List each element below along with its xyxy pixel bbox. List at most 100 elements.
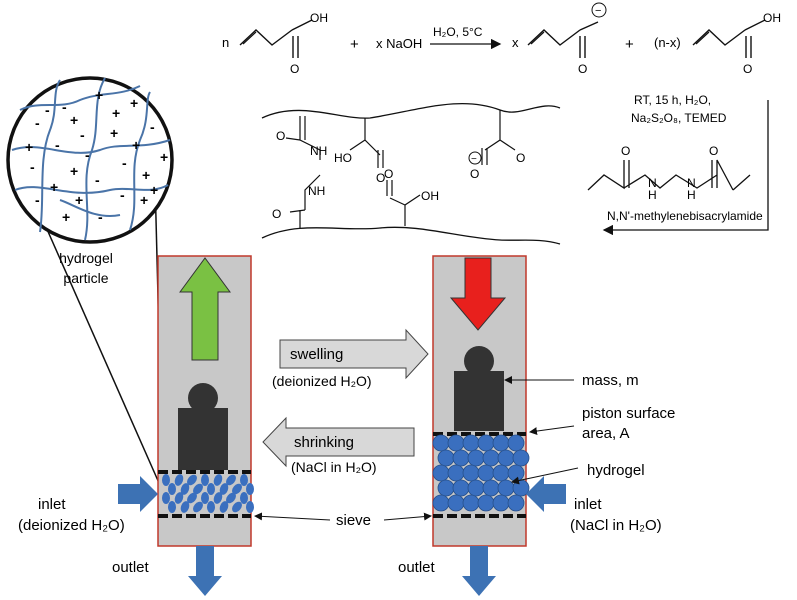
hydrogel-particle [162,474,170,486]
zoom-circle [6,76,174,244]
hydrogel-particle-label: hydrogel [59,250,113,266]
plus-sign: + [350,36,359,53]
coef-x: x [512,35,519,50]
polymerization-step: RT, 15 h, H₂O, Na₂S₂O₈, TEMED O O N H N … [587,93,769,236]
inlet-condition-right: (NaCl in H₂O) [570,517,662,534]
hydrogel-particle [437,449,455,467]
inlet-arrow [526,476,566,512]
hydrogel-particle [477,434,495,452]
o-label: O [276,129,285,143]
inlet-condition-left: (deionized H₂O) [18,517,125,534]
outlet-label-right: outlet [398,559,436,576]
hydrogel-particle [174,474,184,486]
swelling-label: swelling [290,346,343,363]
crosslinker-structure [587,159,751,191]
charge-symbol: + [112,105,120,121]
shrinking-label: shrinking [294,434,354,451]
hydrogel-particle [462,464,480,482]
pointer-line [529,425,575,436]
hydrogel-particle [497,449,515,467]
charge-labels: +-+-+-++-+-+-+-+-+-+-+-+-+-+ [25,87,168,225]
annotations: mass, m piston surface area, A hydrogel … [18,372,675,576]
charge-symbol: - [80,127,85,143]
charge-symbol: - [30,159,35,175]
charge-symbol: + [95,87,103,103]
hydrogel-particle [432,434,450,452]
acrylate-structure [527,21,599,58]
hydrogel-particle [213,492,223,504]
carboxylate-side-group [481,110,516,165]
charge-symbol: - [150,119,155,135]
hydrogel-particle [467,479,485,497]
charge-symbol: + [132,137,140,153]
mass-label: mass, m [582,372,639,389]
hydrogel-particle [168,483,176,495]
hydrogel-particles-right [432,434,530,512]
right-column [432,255,566,596]
nh-label: N [648,176,657,190]
coef-n-minus-x: (n-x) [654,35,681,50]
hydrogel-particle [219,501,229,513]
hydrogel-particle [174,492,184,504]
hydrogel-particle [180,483,190,495]
hydrogel-particle [447,434,465,452]
o-label: O [516,151,525,165]
hydrogel-particle [162,492,170,504]
oh-label: OH [310,11,328,25]
charge-symbol: - [95,172,100,188]
hydrogel-particle [482,449,500,467]
ho-label: HO [334,151,352,165]
charge-symbol: + [142,167,150,183]
swelling-arrow [279,328,429,380]
hydrogel-particle [497,479,515,497]
hydrogel-particle [437,479,455,497]
oh-label: OH [763,11,781,25]
pointer-line [511,467,579,485]
hydrogel-particle-label: particle [63,270,108,286]
neutralization-reaction: n OH O + x NaOH H₂O, 5°C x O − + (n-x) O… [222,2,781,76]
hydrogel-particle [492,494,510,512]
charge-symbol: - [35,192,40,208]
carboxylic-side-group [349,118,384,168]
hydrogel-particle [507,434,525,452]
plus-sign: + [625,36,634,53]
hydrogel-particle [207,501,215,513]
o-label: O [470,167,479,181]
up-arrow [179,257,231,361]
inlet-label-left: inlet [38,496,66,513]
hydrogel-particle [462,494,480,512]
crosslink [285,116,321,228]
o-label: O [376,171,385,185]
hydrogel-particle [193,483,203,495]
outlet-label-left: outlet [112,559,150,576]
charge-symbol: - [122,155,127,171]
polymerization-conditions: Na₂S₂O₈, TEMED [631,111,727,125]
network-lines [11,77,171,241]
charge-symbol: - [98,209,103,225]
charge-symbol: + [75,192,83,208]
outlet-arrow [462,546,496,596]
inlet-label-right: inlet [574,496,602,513]
o-label: O [272,207,281,221]
charge-symbol: - [62,99,67,115]
polymerization-conditions: RT, 15 h, H₂O, [634,93,711,107]
mass-block [454,371,504,431]
charge-symbol: - [35,115,40,131]
polymer-chain-top [261,102,561,119]
hydrogel-particle [246,483,254,495]
minus-label: − [595,5,601,17]
minus-label: − [471,154,477,165]
hydrogel-particle [507,464,525,482]
mass-head [464,346,494,376]
charge-symbol: - [120,187,125,203]
hydrogel-particle [467,449,485,467]
anion-charge-circle [591,2,607,18]
nh-label: H [687,188,696,202]
charge-symbol: + [130,95,138,111]
process-arrows: swelling (deionized H₂O) shrinking (NaCl… [262,328,429,475]
hydrogel-particle [432,464,450,482]
nh-label: NH [310,144,327,158]
piston-label: piston surface [582,405,675,422]
o-label: O [290,62,299,76]
